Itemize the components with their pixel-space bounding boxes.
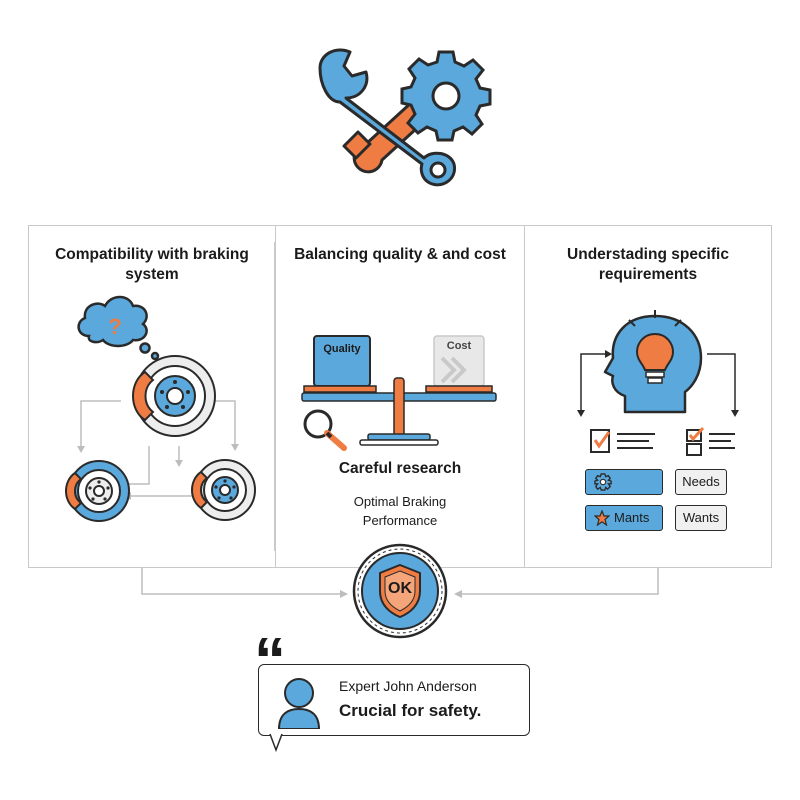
- mants-chip: Mants: [585, 505, 663, 531]
- ok-shield-badge: [352, 543, 448, 639]
- svg-text:?: ?: [108, 314, 121, 339]
- speech-tail: [269, 733, 283, 753]
- head-lightbulb-icon: [603, 310, 703, 414]
- brake-rotor-icon: [191, 459, 256, 521]
- brake-rotor-icon: [132, 355, 216, 437]
- expert-name: Expert John Anderson: [339, 678, 477, 694]
- mants-label: Mants: [614, 510, 650, 525]
- quality-cost-title: Balancing quality & and cost: [294, 246, 506, 263]
- requirements-diagram: [577, 310, 739, 456]
- compatibility-panel: Compatibility with braking system ?: [28, 225, 276, 568]
- requirement-chip-gear: [585, 469, 663, 495]
- compatibility-title: Compatibility with braking system: [55, 246, 249, 283]
- checklist-icon: [590, 429, 655, 453]
- careful-research-label: Careful research: [338, 460, 462, 477]
- cost-label: Cost: [446, 340, 472, 352]
- optimal-performance-label: Optimal Braking Performance: [353, 494, 447, 528]
- expert-avatar-icon: [277, 678, 321, 729]
- braking-system-diagram: ?: [65, 295, 256, 522]
- star-icon: [594, 510, 610, 526]
- wants-chip: Wants: [675, 505, 727, 531]
- magnifier-icon: [303, 409, 347, 451]
- brake-rotor-icon: [65, 460, 130, 522]
- question-cloud-icon: [77, 295, 160, 361]
- gear-icon: [594, 473, 612, 491]
- needs-chip: Needs: [675, 469, 727, 495]
- quality-cost-panel: Balancing quality & and cost Quality Cos…: [274, 225, 526, 568]
- wrench-gear-icon: [318, 48, 492, 187]
- quality-label: Quality: [323, 343, 361, 355]
- expert-quote-text: Crucial for safety.: [339, 701, 482, 720]
- ok-badge-text: OK: [388, 580, 412, 597]
- requirements-panel: Understading specific requirements: [524, 225, 772, 568]
- requirements-title: Understading specific requirements: [567, 246, 729, 283]
- checklist-icon: [686, 426, 735, 456]
- balance-scale-icon: [301, 335, 497, 451]
- expert-quote-box: Expert John Anderson Crucial for safety.: [258, 664, 530, 736]
